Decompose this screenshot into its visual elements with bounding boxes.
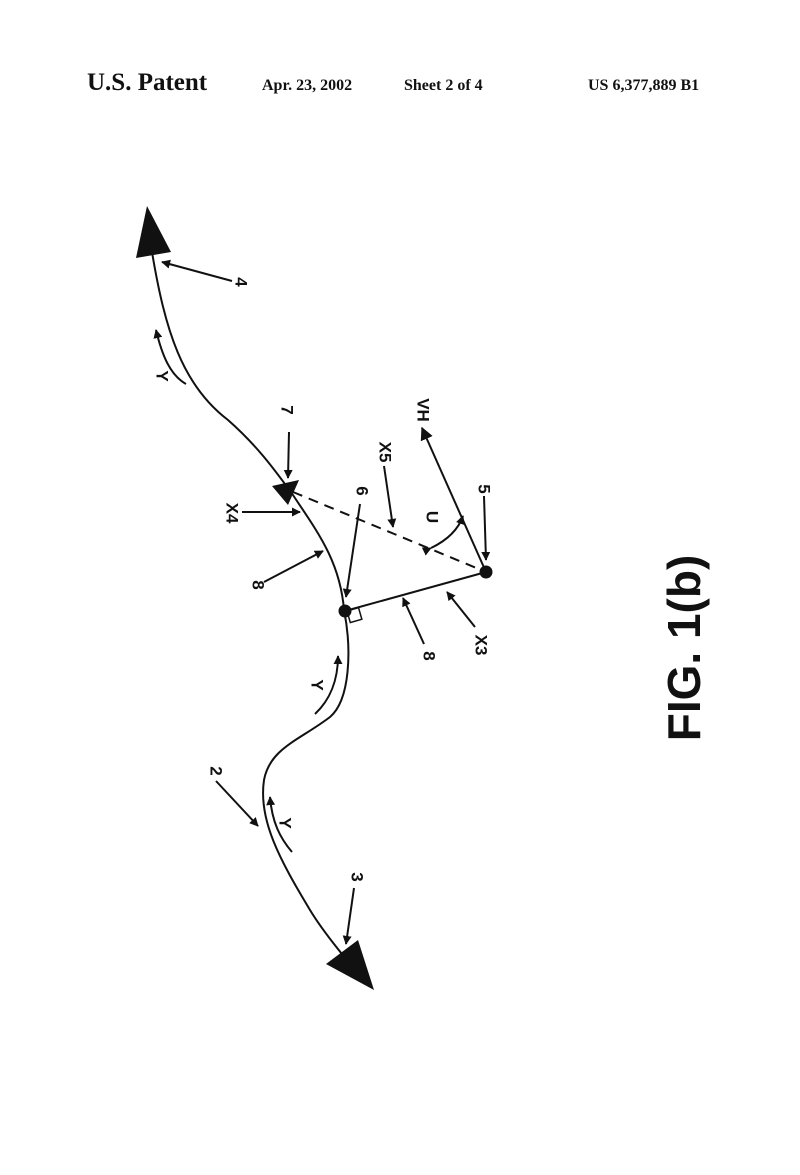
figure-caption: FIG. 1(b) — [658, 555, 710, 742]
leader-3 — [346, 888, 354, 944]
leader-8b — [403, 598, 424, 644]
label-7: 7 — [278, 405, 297, 414]
road-path-lower — [263, 610, 348, 958]
label-x3: X3 — [472, 635, 491, 656]
label-8-lower: 8 — [420, 651, 439, 660]
leader-2 — [216, 781, 258, 826]
point-6-dot — [339, 605, 352, 618]
perpendicular-x3-line — [345, 572, 486, 611]
label-vh: VH — [414, 398, 433, 422]
label-4: 4 — [232, 277, 251, 287]
road-path-upper — [152, 252, 344, 610]
label-y-3: Y — [276, 817, 295, 829]
label-3: 3 — [348, 872, 367, 881]
leader-5 — [484, 496, 486, 560]
label-x4: X4 — [223, 503, 242, 524]
leader-x5 — [384, 466, 393, 527]
label-y-2: Y — [308, 679, 327, 691]
label-y-1: Y — [153, 370, 172, 382]
label-u: U — [423, 511, 442, 523]
leader-6 — [346, 504, 360, 597]
start-triangle — [136, 206, 171, 258]
leader-x3 — [447, 592, 475, 627]
label-x5: X5 — [376, 442, 395, 463]
vh-vector — [422, 428, 486, 572]
leader-4 — [162, 262, 232, 281]
leader-7 — [288, 432, 289, 478]
label-8-upper: 8 — [249, 580, 268, 589]
leader-8a — [264, 551, 323, 582]
end-triangle — [326, 940, 374, 990]
label-5: 5 — [475, 484, 494, 493]
label-2: 2 — [207, 766, 226, 775]
label-6: 6 — [353, 486, 372, 495]
